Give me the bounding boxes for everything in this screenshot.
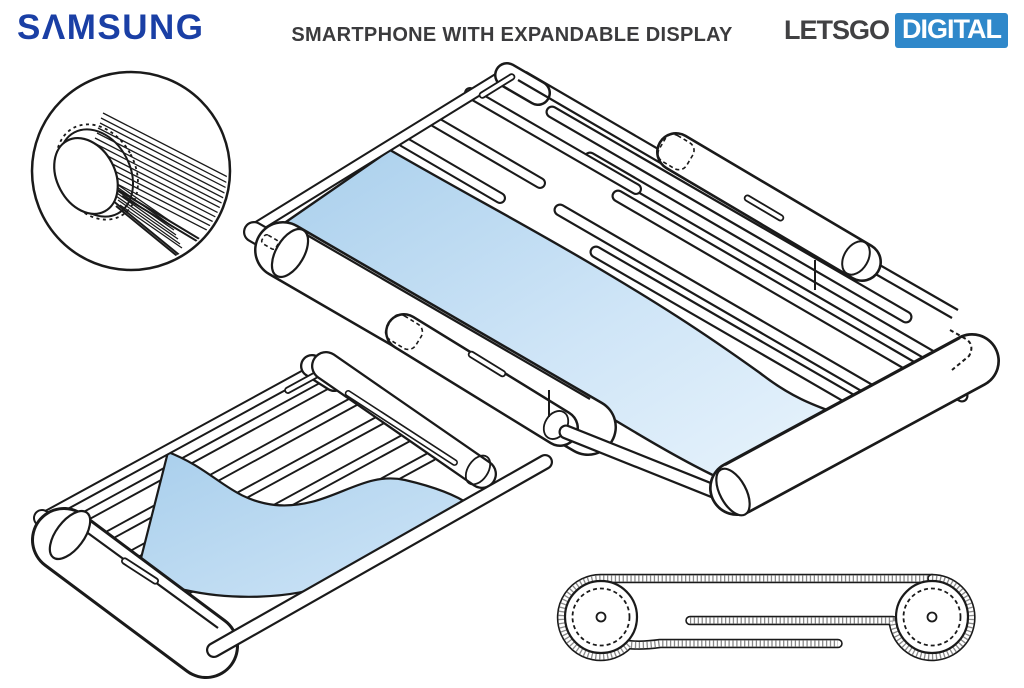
central-frame-bar (384, 313, 579, 447)
profile-left-roller (563, 579, 639, 655)
figure-roller-detail-inset (30, 70, 232, 272)
collapsed-right-edge (311, 351, 497, 489)
left-housing-top-edge (243, 62, 551, 251)
right-housing-bar (548, 132, 882, 417)
figure-expanded-device (243, 62, 1000, 517)
figure-collapsed-device (31, 351, 553, 679)
figure-cross-section (556, 573, 976, 662)
belt-left-loop (556, 573, 937, 662)
letsgodigital-logo: LETSGO DIGITAL (784, 13, 1008, 48)
samsung-logo: SΛMSUNG (17, 8, 205, 47)
collapsed-bottom-rail (206, 454, 553, 658)
extension-slats (398, 87, 969, 407)
lower-connecting-rail (558, 424, 724, 500)
roller-end-cap (53, 137, 119, 215)
digital-badge: DIGITAL (895, 13, 1008, 48)
profile-right-roller (894, 579, 970, 655)
letsgo-wordmark: LETSGO (784, 15, 890, 45)
collapsed-front-roller (31, 507, 239, 679)
page-title: SMARTPHONE WITH EXPANDABLE DISPLAY (291, 24, 733, 46)
belt-right-loop (685, 573, 976, 662)
edge-slot (478, 73, 516, 99)
right-roller (709, 329, 1000, 517)
